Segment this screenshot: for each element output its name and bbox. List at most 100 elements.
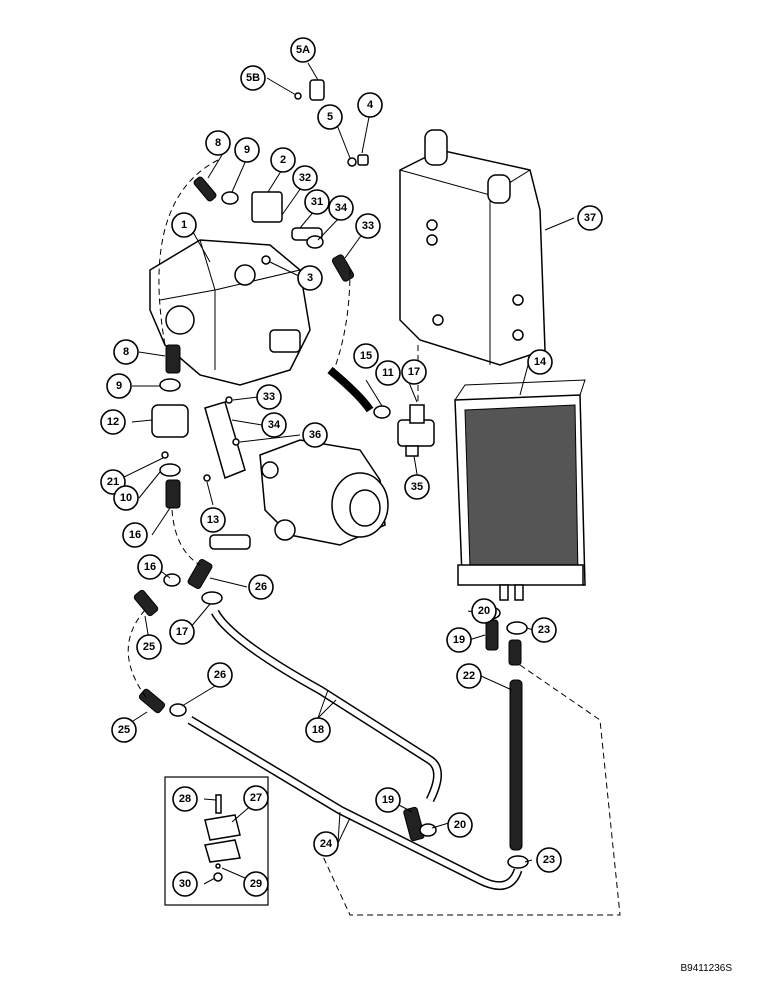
bracket bbox=[204, 401, 246, 480]
callout-5: 5 bbox=[317, 104, 343, 130]
clamp-9 bbox=[159, 378, 181, 392]
drawing-code: B9411236S bbox=[680, 963, 732, 974]
clamp-9-upper bbox=[221, 191, 239, 205]
callout-3: 3 bbox=[297, 265, 323, 291]
svg-text:17: 17 bbox=[408, 366, 420, 378]
svg-text:36: 36 bbox=[309, 429, 321, 441]
svg-text:20: 20 bbox=[454, 819, 466, 831]
callout-4: 4 bbox=[357, 92, 383, 118]
callout-30: 30 bbox=[172, 871, 198, 897]
svg-text:3: 3 bbox=[307, 272, 313, 284]
callout-29: 29 bbox=[243, 871, 269, 897]
svg-text:30: 30 bbox=[179, 878, 191, 890]
dashed-line bbox=[319, 664, 621, 916]
dashed-line bbox=[158, 159, 219, 346]
callout-11: 11 bbox=[375, 360, 401, 386]
callout-20: 20 bbox=[471, 598, 497, 624]
hose-16-upper bbox=[165, 479, 181, 509]
fitting bbox=[251, 191, 283, 223]
callout-34: 34 bbox=[261, 412, 287, 438]
callout-20: 20 bbox=[447, 812, 473, 838]
svg-text:17: 17 bbox=[176, 626, 188, 638]
tube-24 bbox=[188, 717, 521, 889]
dashed-line bbox=[127, 609, 149, 701]
clamp-23-lower bbox=[507, 855, 529, 869]
svg-text:10: 10 bbox=[120, 492, 132, 504]
callout-33: 33 bbox=[355, 213, 381, 239]
svg-text:23: 23 bbox=[543, 854, 555, 866]
callout-5b: 5B bbox=[240, 65, 266, 91]
svg-text:22: 22 bbox=[463, 670, 475, 682]
svg-text:8: 8 bbox=[215, 137, 221, 149]
clamp-34-lower bbox=[373, 405, 391, 419]
svg-text:29: 29 bbox=[250, 878, 262, 890]
svg-text:2: 2 bbox=[280, 154, 286, 166]
callout-8: 8 bbox=[205, 130, 231, 156]
svg-text:35: 35 bbox=[411, 481, 423, 493]
dashed-line bbox=[331, 269, 351, 376]
callout-26: 26 bbox=[207, 662, 233, 688]
callout-36: 36 bbox=[302, 422, 328, 448]
svg-text:5A: 5A bbox=[296, 44, 310, 56]
o-ring-5 bbox=[347, 157, 357, 167]
svg-text:15: 15 bbox=[360, 350, 372, 362]
clamp-17-lower bbox=[201, 591, 223, 605]
hose-25-upper bbox=[133, 589, 159, 617]
svg-text:37: 37 bbox=[584, 212, 596, 224]
dashed-line bbox=[171, 509, 201, 566]
hose-8-upper bbox=[193, 176, 217, 202]
svg-text:5: 5 bbox=[327, 111, 333, 123]
clamp-17 bbox=[159, 463, 181, 477]
svg-text:25: 25 bbox=[143, 641, 155, 653]
callout-10: 10 bbox=[113, 485, 139, 511]
o-ring-5b bbox=[294, 92, 302, 100]
hose-19-upper bbox=[485, 619, 499, 651]
callout-37: 37 bbox=[577, 205, 603, 231]
svg-text:23: 23 bbox=[538, 624, 550, 636]
svg-text:18: 18 bbox=[312, 724, 324, 736]
callout-27: 27 bbox=[243, 785, 269, 811]
hose-8 bbox=[165, 344, 181, 374]
callout-35: 35 bbox=[404, 474, 430, 500]
hose-22-short bbox=[508, 639, 522, 666]
callout-14: 14 bbox=[527, 349, 553, 375]
svg-text:5B: 5B bbox=[246, 72, 260, 84]
callout-25: 25 bbox=[136, 634, 162, 660]
callout-19: 19 bbox=[375, 787, 401, 813]
oil-cooler bbox=[454, 379, 586, 601]
clamp-23-upper bbox=[506, 621, 528, 635]
hose-33-lower bbox=[327, 366, 374, 413]
svg-text:27: 27 bbox=[250, 792, 262, 804]
callout-9: 9 bbox=[234, 137, 260, 163]
callout-15: 15 bbox=[353, 343, 379, 369]
callout-17: 17 bbox=[169, 619, 195, 645]
tee-fitting bbox=[209, 534, 251, 550]
svg-text:34: 34 bbox=[335, 202, 348, 214]
callout-13: 13 bbox=[200, 507, 226, 533]
svg-text:24: 24 bbox=[320, 838, 333, 850]
clamp-20-lower bbox=[419, 823, 437, 837]
svg-text:16: 16 bbox=[144, 561, 156, 573]
svg-text:33: 33 bbox=[362, 220, 374, 232]
callout-34: 34 bbox=[328, 195, 354, 221]
callout-8: 8 bbox=[113, 339, 139, 365]
svg-text:31: 31 bbox=[311, 196, 323, 208]
svg-text:19: 19 bbox=[453, 634, 465, 646]
svg-text:16: 16 bbox=[129, 529, 141, 541]
svg-text:19: 19 bbox=[382, 794, 394, 806]
callout-12: 12 bbox=[100, 409, 126, 435]
callout-24: 24 bbox=[313, 831, 339, 857]
callout-2: 2 bbox=[270, 147, 296, 173]
svg-text:4: 4 bbox=[367, 99, 374, 111]
bolt-11 bbox=[161, 451, 169, 459]
svg-text:34: 34 bbox=[268, 419, 281, 431]
callout-23: 23 bbox=[536, 847, 562, 873]
callout-33: 33 bbox=[256, 384, 282, 410]
svg-text:12: 12 bbox=[107, 416, 119, 428]
svg-text:13: 13 bbox=[207, 514, 219, 526]
svg-text:8: 8 bbox=[123, 346, 129, 358]
callout-19: 19 bbox=[446, 627, 472, 653]
svg-text:9: 9 bbox=[116, 380, 122, 392]
